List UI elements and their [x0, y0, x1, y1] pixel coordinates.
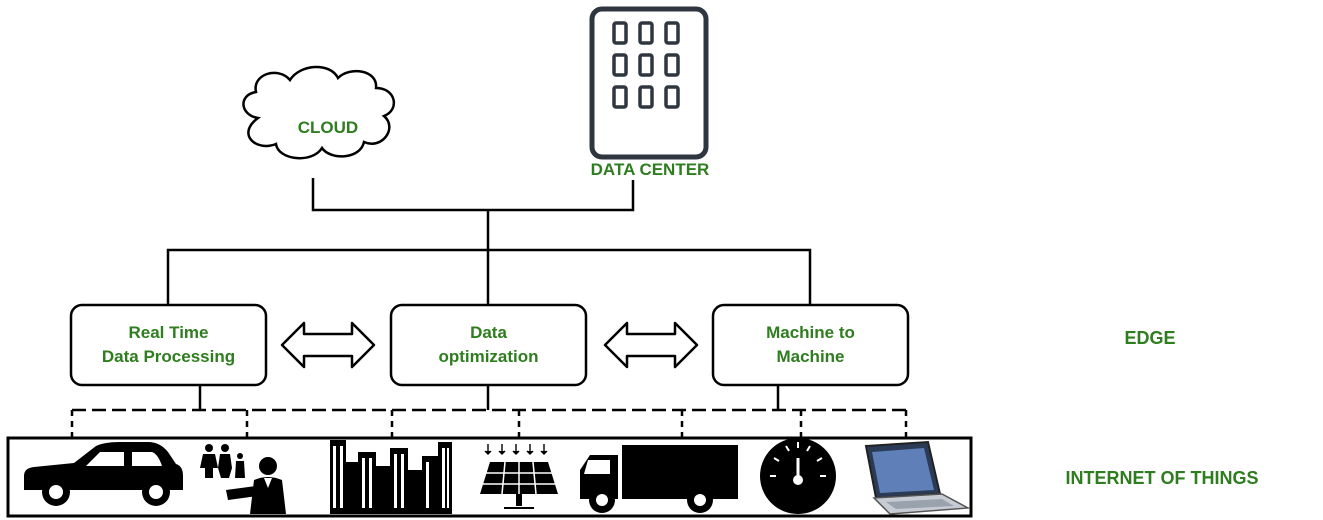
data-center-label: DATA CENTER: [590, 160, 710, 179]
edge-layer-label: EDGE: [1124, 328, 1176, 348]
cloud-label: CLOUD: [297, 118, 359, 137]
edge-box-realtime: [69, 303, 268, 387]
solar-panel-icon: [480, 444, 558, 509]
double-arrow-icon: [280, 321, 376, 369]
edge-box-line1: Real Time: [128, 323, 209, 342]
connector-lines: [70, 178, 908, 438]
laptop-icon: [864, 440, 971, 515]
data-center-icon: [589, 6, 709, 160]
edge-box-m2m: [711, 303, 910, 387]
edge-box-label-optimization: Data optimization: [391, 305, 586, 385]
double-arrow-icon: [603, 321, 699, 369]
gauge-icon: [760, 438, 836, 514]
edge-box-line2: Data Processing: [101, 347, 236, 366]
iot-layer-label: INTERNET OF THINGS: [1065, 468, 1259, 488]
people-icon: [200, 444, 286, 514]
truck-icon: [580, 445, 738, 513]
edge-box-line2: Machine: [776, 347, 845, 366]
edge-box-line1: Data: [470, 323, 507, 342]
buildings-icon: [330, 440, 452, 514]
edge-box-optimization: [389, 303, 588, 387]
edge-box-line1: Machine to: [766, 323, 855, 342]
edge-box-label-m2m: Machine to Machine: [713, 305, 908, 385]
car-icon: [24, 442, 183, 506]
edge-box-label-realtime: Real Time Data Processing: [71, 305, 266, 385]
cloud-icon: [242, 65, 396, 160]
edge-box-line2: optimization: [438, 347, 539, 366]
